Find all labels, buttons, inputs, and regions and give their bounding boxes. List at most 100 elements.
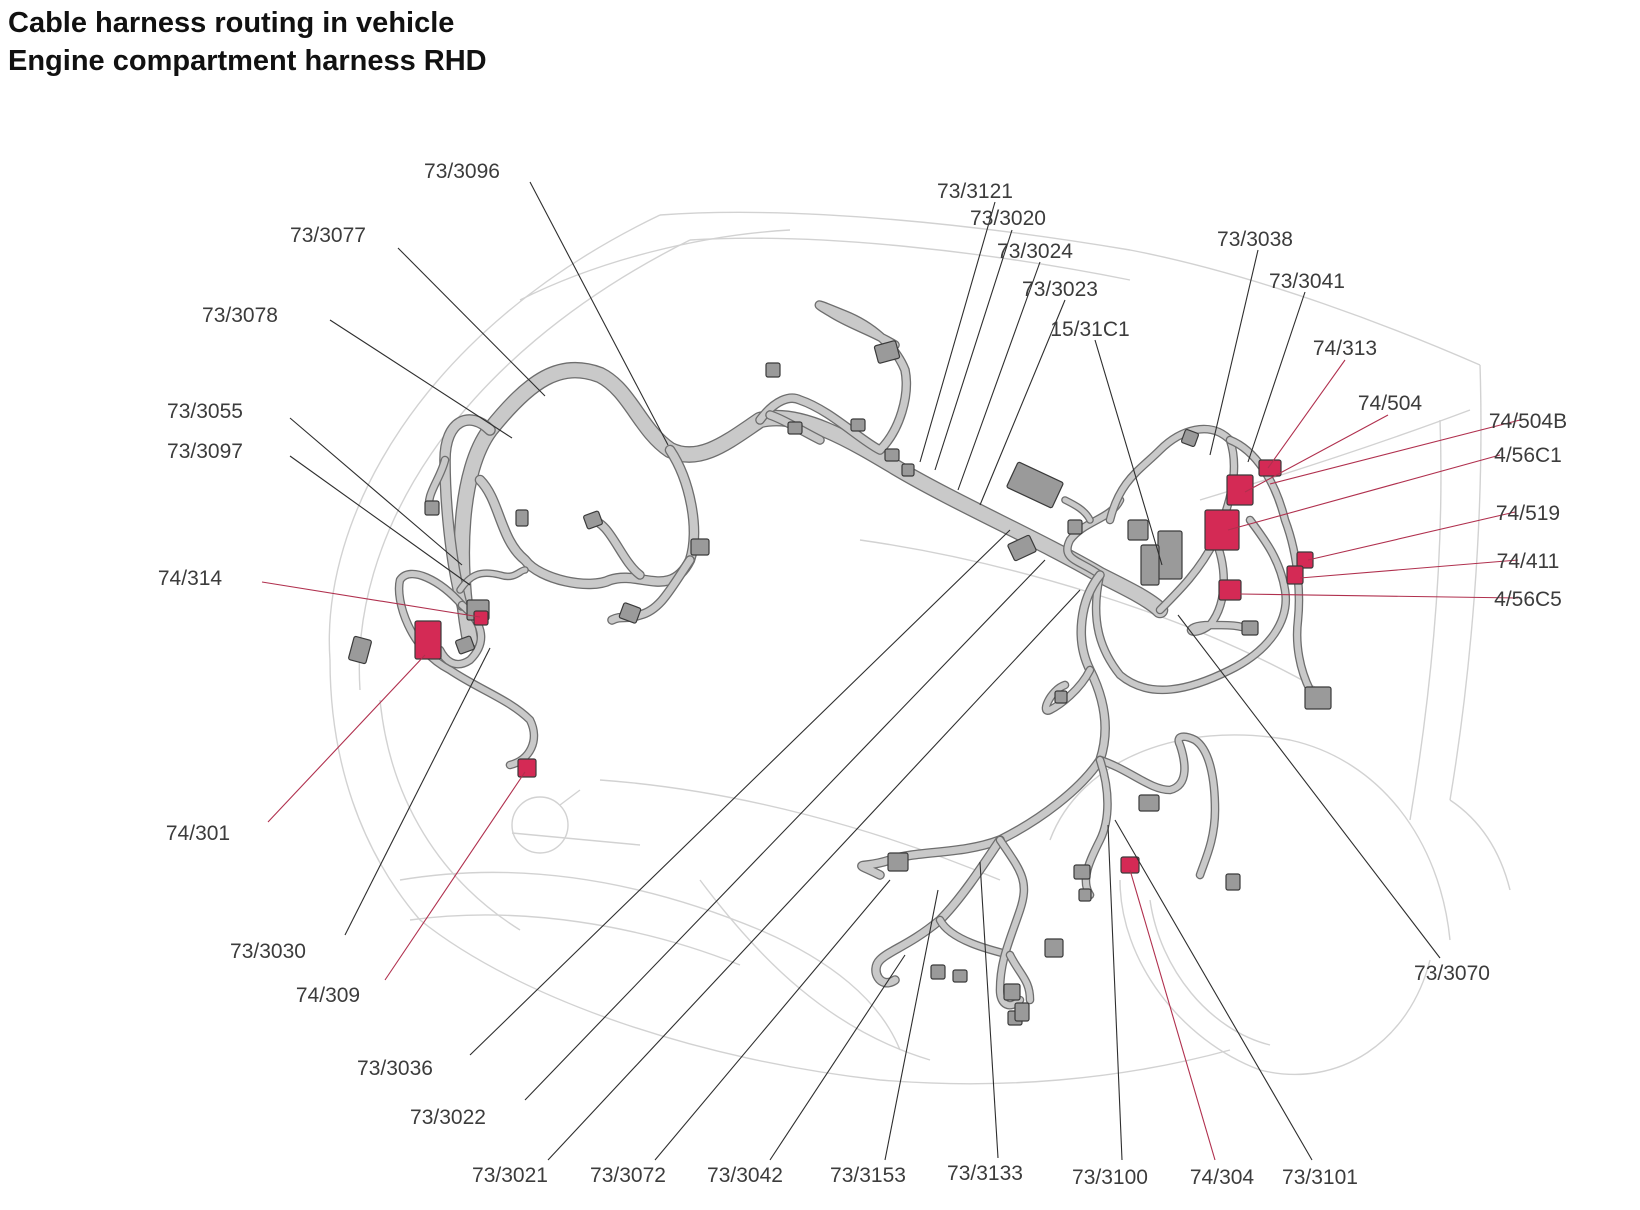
leader-line [397, 247, 546, 397]
callout-label: 73/3041 [1269, 270, 1345, 293]
wire-segment [1062, 497, 1093, 523]
connector-grey [1054, 690, 1068, 704]
callout-label: 73/3070 [1414, 962, 1490, 985]
leader-line [1244, 414, 1389, 493]
connector-red [1218, 579, 1242, 601]
car-body-outline [328, 211, 1511, 1085]
leader-line [1107, 824, 1123, 1161]
wire-segment [454, 363, 1167, 647]
callout-label: 74/504B [1489, 410, 1567, 433]
connector-red [1226, 474, 1254, 506]
leader-line [384, 771, 526, 981]
leader-line [919, 201, 996, 463]
leader-lines [261, 181, 1521, 1161]
callout-label: 73/3024 [997, 240, 1073, 263]
connectors [348, 340, 1332, 1026]
connector-grey [1014, 1002, 1030, 1022]
callout-label: 73/3096 [424, 160, 500, 183]
wire-segment [396, 571, 537, 768]
leader-line [289, 455, 471, 586]
leader-line [979, 299, 1066, 506]
callout-label: 73/3133 [947, 1162, 1023, 1185]
callout-label: 74/411 [1497, 550, 1560, 573]
callout-label: 73/3030 [230, 940, 306, 963]
callout-label: 74/309 [296, 984, 360, 1007]
connector-grey [787, 421, 803, 435]
connector-grey [873, 340, 901, 364]
connector-grey [455, 635, 475, 655]
connector-grey [1067, 519, 1083, 535]
connector-grey [1157, 530, 1183, 580]
leader-line [529, 181, 669, 446]
callout-label: 73/3021 [472, 1164, 548, 1187]
wire-segment [1043, 667, 1093, 714]
callout-label: 73/3097 [167, 440, 243, 463]
connector-grey [887, 852, 909, 872]
wire-segment [586, 516, 644, 579]
connector-red [414, 620, 442, 660]
leader-line [1114, 819, 1313, 1161]
wire-harness [394, 300, 1315, 1010]
leader-line [1307, 511, 1516, 561]
callout-label: 73/3023 [1022, 278, 1098, 301]
connector-grey [930, 964, 946, 980]
callout-label: 73/3038 [1217, 228, 1293, 251]
wire-segment [997, 837, 1027, 1009]
connector-grey [1180, 428, 1200, 448]
callout-label: 73/3100 [1072, 1166, 1148, 1189]
connector-grey [901, 463, 915, 477]
connector-grey [1078, 888, 1092, 902]
callout-labels: 73/309673/307773/307873/305573/309774/31… [158, 160, 1567, 1189]
leader-line [1269, 419, 1521, 485]
wire-outline [995, 835, 1029, 1010]
callout-label: 74/313 [1313, 337, 1377, 360]
callout-label: 4/56C1 [1494, 444, 1562, 467]
leader-line [469, 529, 1011, 1056]
connector-grey [515, 509, 529, 527]
leader-line [1209, 249, 1259, 456]
connector-red [1204, 509, 1240, 551]
leader-line [654, 879, 891, 1161]
title-line-2: Engine compartment harness RHD [8, 45, 487, 77]
leader-line [547, 589, 1081, 1161]
leader-line [957, 261, 1041, 491]
leader-line [1129, 869, 1216, 1161]
connector-grey [424, 500, 440, 516]
leader-line [261, 581, 481, 618]
connector-red [1296, 551, 1314, 569]
leader-line [344, 647, 491, 936]
leader-line [769, 954, 906, 1161]
connector-red [473, 610, 489, 626]
connector-grey [765, 362, 781, 378]
connector-grey [1304, 686, 1332, 710]
callout-label: 73/3055 [167, 400, 243, 423]
leader-line [1299, 559, 1519, 579]
connector-grey [1006, 461, 1064, 509]
leader-line [884, 889, 939, 1161]
connector-red [1120, 856, 1140, 874]
leader-line [524, 559, 1046, 1101]
connector-grey [1007, 534, 1037, 562]
connector-red [1258, 459, 1282, 477]
callout-label: 74/304 [1190, 1166, 1255, 1189]
leader-line [267, 654, 426, 823]
wire-segment [872, 836, 1004, 986]
callout-label: 73/3072 [590, 1164, 666, 1187]
leader-line [1267, 359, 1346, 469]
wire-outline [453, 361, 1169, 649]
connector-red [517, 758, 537, 778]
connector-grey [1225, 873, 1241, 891]
wire-segment [1188, 537, 1253, 635]
connector-grey [1140, 544, 1160, 586]
connector-grey [1003, 983, 1021, 1001]
callout-label: 73/3036 [357, 1057, 433, 1080]
callout-label: 73/3077 [290, 224, 366, 247]
connector-grey [583, 510, 603, 530]
callout-label: 73/3022 [410, 1106, 486, 1129]
connector-red [1286, 565, 1304, 585]
callout-label: 74/301 [166, 822, 230, 845]
leader-line [1227, 454, 1501, 531]
connector-grey [1241, 620, 1259, 636]
title-block: Cable harness routing in vehicle Engine … [8, 4, 487, 80]
